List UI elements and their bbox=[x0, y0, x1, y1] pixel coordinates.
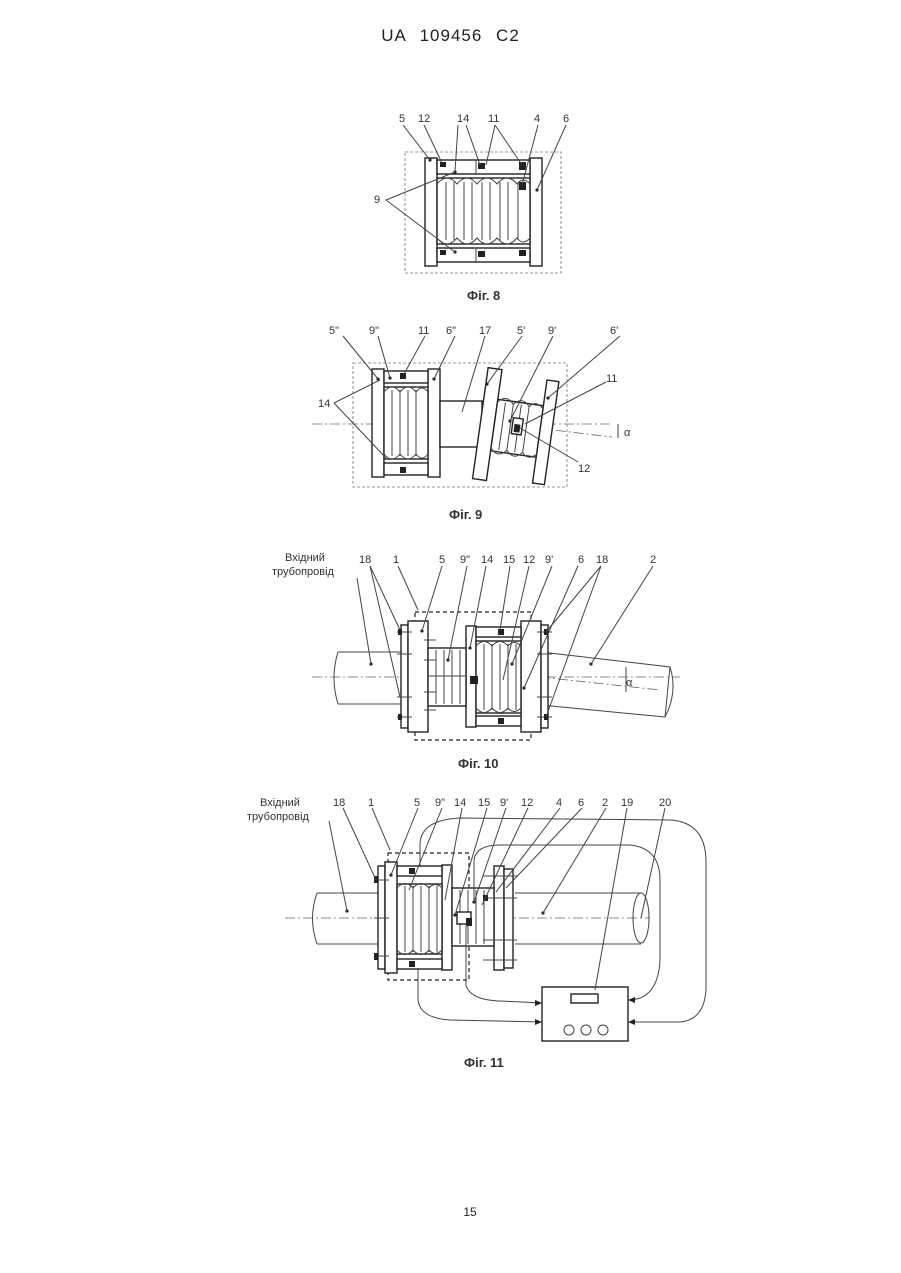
fig10-label-12: 12 bbox=[523, 554, 535, 566]
fig10-label-14: 14 bbox=[481, 554, 493, 566]
fig9-label-11b: 11 bbox=[606, 373, 617, 385]
fig10-label-9p: 9' bbox=[545, 554, 553, 566]
control-unit-display bbox=[571, 994, 598, 1003]
figure-10: Вхідний трубопровід 18 1 5 9" 14 15 12 9… bbox=[272, 552, 680, 771]
fig9-label-9pp: 9" bbox=[369, 325, 379, 337]
fig9-label-6p: 6' bbox=[610, 325, 618, 337]
fig9-label-6pp: 6" bbox=[446, 325, 456, 337]
fig11-label-5: 5 bbox=[414, 797, 420, 809]
fig10-label-18: 18 bbox=[359, 554, 371, 566]
fig10-label-alpha: α bbox=[626, 677, 633, 689]
fig11-label-14: 14 bbox=[454, 797, 466, 809]
fig8-label-9: 9 bbox=[374, 194, 380, 206]
fig9-label-14: 14 bbox=[318, 398, 330, 410]
fig11-label-15: 15 bbox=[478, 797, 490, 809]
fig11-label-1: 1 bbox=[368, 797, 374, 809]
fig9-label-12: 12 bbox=[578, 463, 590, 475]
fig11-label-18: 18 bbox=[333, 797, 345, 809]
fig11-label-4: 4 bbox=[556, 797, 562, 809]
fig9-label-alpha: α bbox=[624, 427, 631, 439]
fig11-label-12: 12 bbox=[521, 797, 533, 809]
fig11-inlet-line1: Вхідний bbox=[260, 797, 300, 809]
fig8-caption: Фіг. 8 bbox=[467, 288, 500, 303]
fig11-label-19: 19 bbox=[621, 797, 633, 809]
fig11-label-9p: 9' bbox=[500, 797, 508, 809]
fig11-label-20: 20 bbox=[659, 797, 671, 809]
fig10-inlet-line1: Вхідний bbox=[285, 552, 325, 564]
figure-8: 5 12 14 11 4 6 9 Фіг. 8 bbox=[374, 113, 569, 303]
fig10-label-9pp: 9" bbox=[460, 554, 470, 566]
fig10-label-1: 1 bbox=[393, 554, 399, 566]
figure-11: Вхідний трубопровід 18 1 5 9" 14 15 9' 1… bbox=[247, 797, 706, 1070]
fig11-label-6: 6 bbox=[578, 797, 584, 809]
fig8-label-12: 12 bbox=[418, 113, 430, 125]
page-number: 15 bbox=[0, 1205, 901, 1219]
fig11-inlet-line2: трубопровід bbox=[247, 811, 310, 823]
fig10-inlet-line2: трубопровід bbox=[272, 566, 335, 578]
fig9-label-11: 11 bbox=[418, 325, 429, 337]
fig11-label-2: 2 bbox=[602, 797, 608, 809]
fig10-label-15: 15 bbox=[503, 554, 515, 566]
fig9-label-5p: 5' bbox=[517, 325, 525, 337]
fig10-label-18b: 18 bbox=[596, 554, 608, 566]
fig8-label-11: 11 bbox=[488, 113, 499, 125]
fig9-label-9p: 9' bbox=[548, 325, 556, 337]
fig9-caption: Фіг. 9 bbox=[449, 507, 482, 522]
fig11-caption: Фіг. 11 bbox=[464, 1055, 504, 1070]
fig10-label-2: 2 bbox=[650, 554, 656, 566]
fig9-label-17: 17 bbox=[479, 325, 491, 337]
fig10-label-6: 6 bbox=[578, 554, 584, 566]
fig8-label-14: 14 bbox=[457, 113, 469, 125]
fig9-label-5pp: 5" bbox=[329, 325, 339, 337]
fig8-label-4: 4 bbox=[534, 113, 540, 125]
fig8-label-6: 6 bbox=[563, 113, 569, 125]
fig11-label-9pp: 9" bbox=[435, 797, 445, 809]
fig10-caption: Фіг. 10 bbox=[458, 756, 499, 771]
fig10-label-5: 5 bbox=[439, 554, 445, 566]
fig8-label-5: 5 bbox=[399, 113, 405, 125]
figure-9: 5" 9" 11 6" 17 5' 9' 6' 14 11 α 12 Фіг. … bbox=[312, 325, 631, 522]
